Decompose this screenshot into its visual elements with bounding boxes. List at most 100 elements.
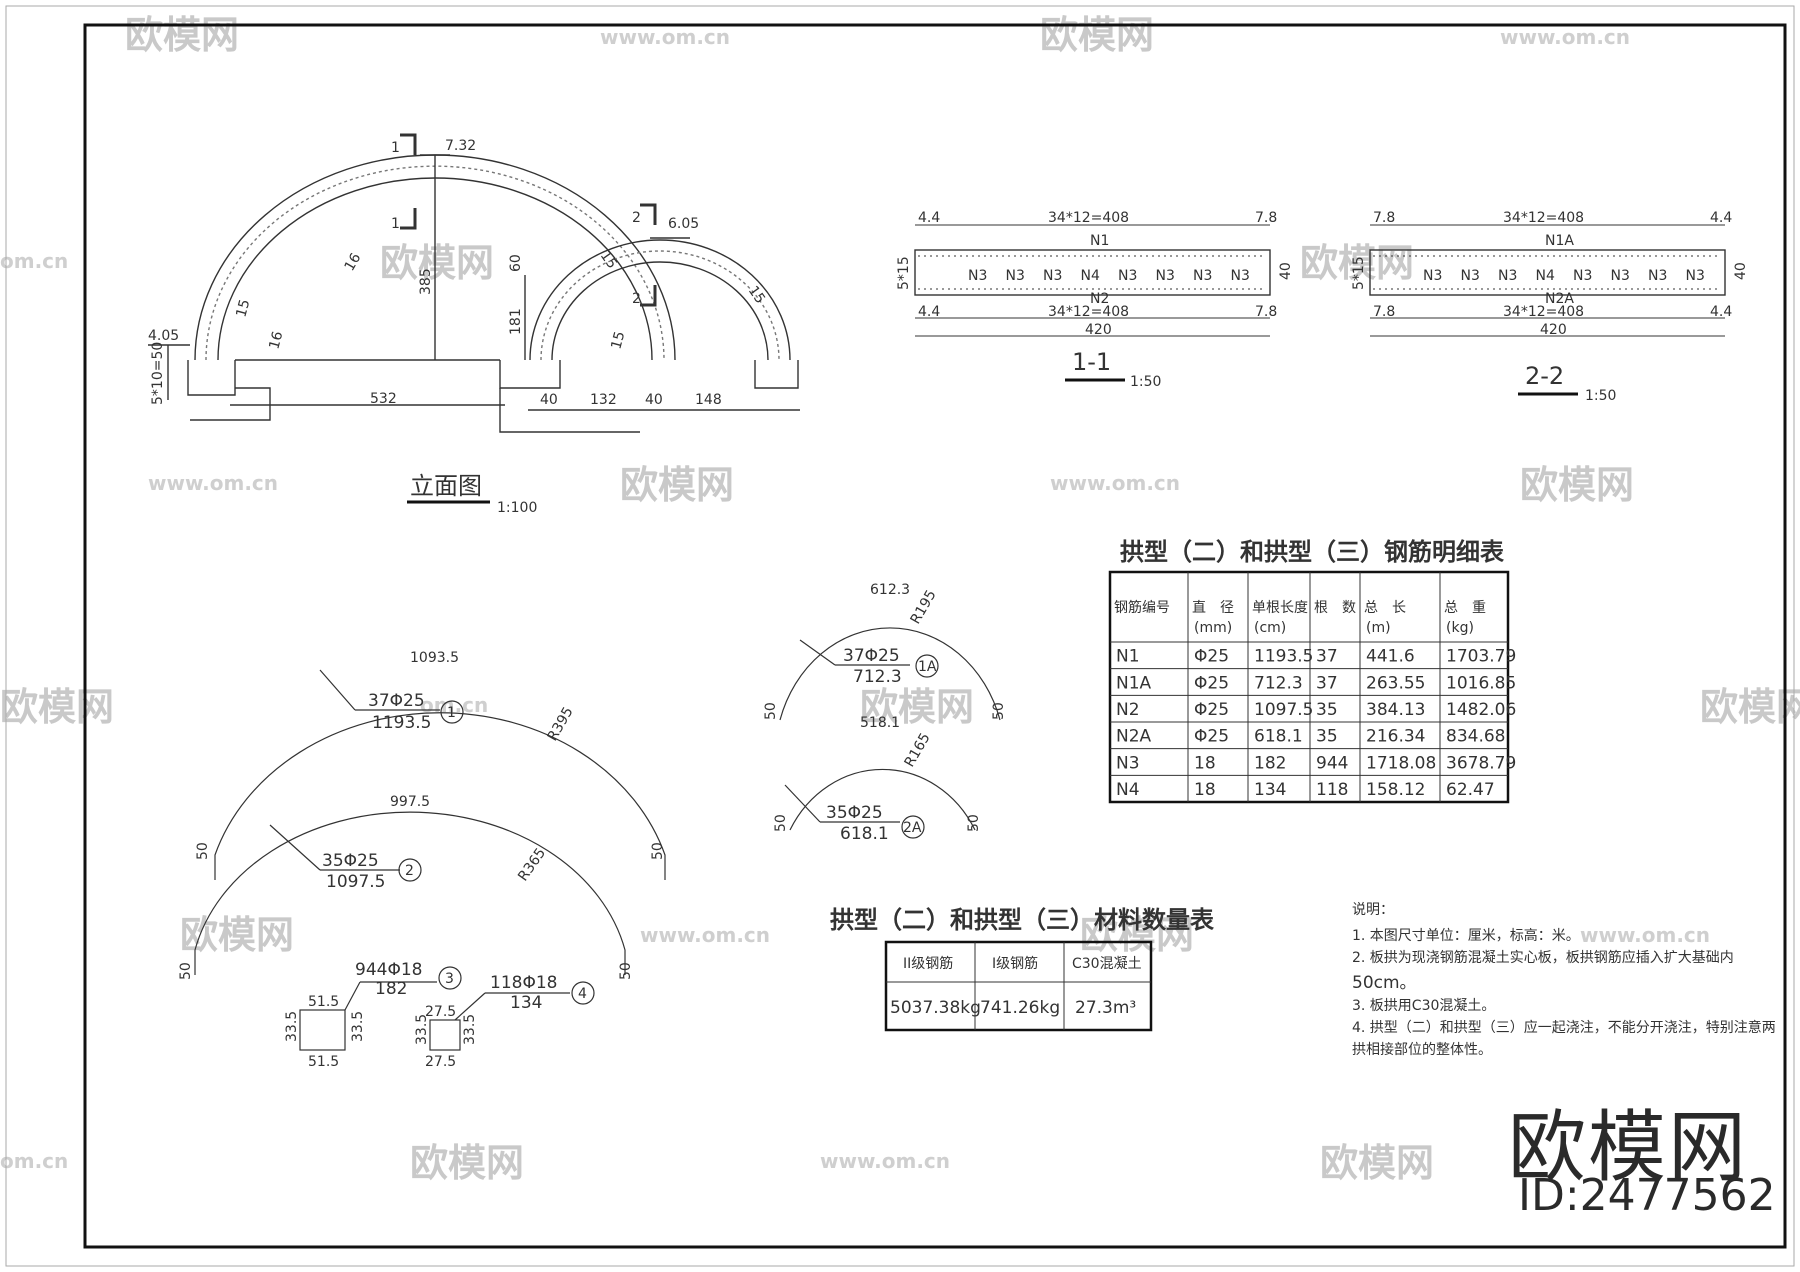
watermark-brand: 欧模网 <box>125 13 239 57</box>
steps-label: 5*10=50 <box>150 342 166 405</box>
elevation-scale: 1:100 <box>497 500 537 516</box>
section-title: 2-2 <box>1525 362 1564 390</box>
elevation-labels: 7.32 6.05 1 1 2 2 385 181 60 16 15 16 15… <box>148 138 768 516</box>
bar-tag-circle <box>915 654 939 678</box>
rebar-cell: 37 <box>1316 673 1338 693</box>
bar-spec: 944Φ18 <box>355 960 422 980</box>
rebar-cell: 216.34 <box>1366 727 1425 747</box>
section-cut-1-top <box>400 133 417 155</box>
dim-label: 40 <box>1278 262 1294 280</box>
n3-label: N3 <box>1498 268 1517 284</box>
bar-label: N2 <box>1090 291 1109 307</box>
rebar-cell: Φ25 <box>1194 700 1229 720</box>
section-cut-1-bottom <box>400 208 417 230</box>
section-1-1: 4.4 34*12=408 7.8 N1 N2 4.4 34*12=408 7.… <box>896 210 1294 390</box>
bar-tag-circle <box>438 966 462 990</box>
bar-tag-circle <box>398 858 422 882</box>
bar-length-label: 1093.5 <box>410 650 459 666</box>
watermark-brand: 欧模网 <box>0 685 114 729</box>
table-border <box>1108 570 1510 804</box>
bar-length: 712.3 <box>853 667 902 687</box>
notes-title: 说明： <box>1352 902 1394 918</box>
n3-label: N3 <box>1118 268 1137 284</box>
slab-outline <box>1369 249 1726 296</box>
rebar-header: 钢筋编号 <box>1114 599 1170 616</box>
note-line: 3. 板拱用C30混凝土。 <box>1352 998 1495 1014</box>
leader <box>799 639 836 666</box>
bar-number: 1A <box>918 659 937 675</box>
bar-leg: 50 <box>178 962 194 980</box>
note-line: 50cm。 <box>1352 973 1417 993</box>
level-label: 7.32 <box>445 138 476 154</box>
section-cut-2-top <box>640 203 657 225</box>
bar-2a-curve <box>789 768 976 831</box>
rebar-cell: 1482.06 <box>1446 700 1516 720</box>
bar-dim: 33.5 <box>414 1014 430 1045</box>
watermark-url: www.om.cn <box>148 471 278 495</box>
watermark-url: www.om.cn <box>640 923 770 947</box>
n3-label: N3 <box>1156 268 1175 284</box>
watermark-url: www.om.cn <box>1050 471 1180 495</box>
bar-dim: 51.5 <box>308 1054 339 1070</box>
dim-label: 7.8 <box>1255 210 1277 226</box>
bar-leg: 50 <box>763 702 779 720</box>
rebar-header: 总 重 <box>1444 600 1486 616</box>
thickness-label: 15 <box>233 298 253 319</box>
rebar-table-title: 拱型（二）和拱型（三）钢筋明细表 <box>1120 538 1505 566</box>
notes: 说明： 1. 本图尺寸单位：厘米，标高：米。 2. 板拱为现浇钢筋混凝土实心板，… <box>1352 902 1776 1058</box>
n3-label: N3 <box>1573 268 1592 284</box>
rebar-cell: 1016.85 <box>1446 673 1516 693</box>
rebar-cell: N2A <box>1116 727 1152 747</box>
watermark-brand: 欧模网 <box>380 241 494 285</box>
rebar-header: 总 长 <box>1364 600 1406 616</box>
bar-number: 3 <box>445 971 454 987</box>
bar-number: 2 <box>405 863 414 879</box>
bar-radius: R195 <box>908 587 940 627</box>
rebar-unit: (cm) <box>1254 620 1286 636</box>
bar-label: N1A <box>1545 233 1574 249</box>
bar-tag-circle <box>440 700 464 724</box>
span-label: 532 <box>370 391 397 407</box>
bar-tag-circle <box>901 815 925 839</box>
material-table: 拱型（二）和拱型（三）材料数量表 II级钢筋 I级钢筋 C30混凝土 5037.… <box>830 906 1215 1032</box>
section-number: 1 <box>391 216 400 232</box>
thickness-label: 16 <box>266 330 286 351</box>
section-cut-2-bottom <box>640 285 657 307</box>
bar-length: 618.1 <box>840 824 889 844</box>
leader <box>784 784 821 823</box>
bar-dim: 33.5 <box>350 1011 366 1042</box>
bar-number: 2A <box>903 820 922 836</box>
material-header: II级钢筋 <box>903 955 953 972</box>
rebar-cell: 1097.5 <box>1254 700 1313 720</box>
watermark-brand: 欧模网 <box>620 463 734 507</box>
height-label: 60 <box>508 254 524 272</box>
rebar-cell: 1718.08 <box>1366 753 1436 773</box>
n3-label: N3 <box>1686 268 1705 284</box>
bar-radius: R395 <box>545 704 577 744</box>
rebar-cell: 18 <box>1194 753 1216 773</box>
rebar-cell: 618.1 <box>1254 727 1303 747</box>
rebar-cell: N1A <box>1116 673 1152 693</box>
outer-border <box>5 5 1795 1267</box>
bar-spec: 37Φ25 <box>368 691 425 711</box>
rebar-cell: N4 <box>1116 780 1140 800</box>
rebar-cell: 37 <box>1316 647 1338 667</box>
dim-label: 4.4 <box>918 304 940 320</box>
thickness-label: 15 <box>608 330 628 351</box>
footing-left-base <box>190 387 271 421</box>
bar-length-label: 997.5 <box>390 794 430 810</box>
bar-leg: 50 <box>618 962 634 980</box>
rebar-cell: 18 <box>1194 780 1216 800</box>
n3-label: N3 <box>1461 268 1480 284</box>
bar-dim: 27.5 <box>425 1054 456 1070</box>
height-label: 385 <box>418 268 434 295</box>
leader <box>269 824 321 871</box>
note-line: 4. 拱型（二）和拱型（三）应一起浇注，不能分开浇注，特别注意两 <box>1352 1019 1776 1036</box>
bar-leg: 50 <box>195 842 211 860</box>
watermark-brand: 欧模网 <box>1520 463 1634 507</box>
footing-mid <box>499 360 561 389</box>
bar-1-curve <box>214 712 666 880</box>
bar-dim: 51.5 <box>308 994 339 1010</box>
section-scale: 1:50 <box>1130 374 1161 390</box>
rebar-header: 根 数 <box>1314 600 1356 616</box>
